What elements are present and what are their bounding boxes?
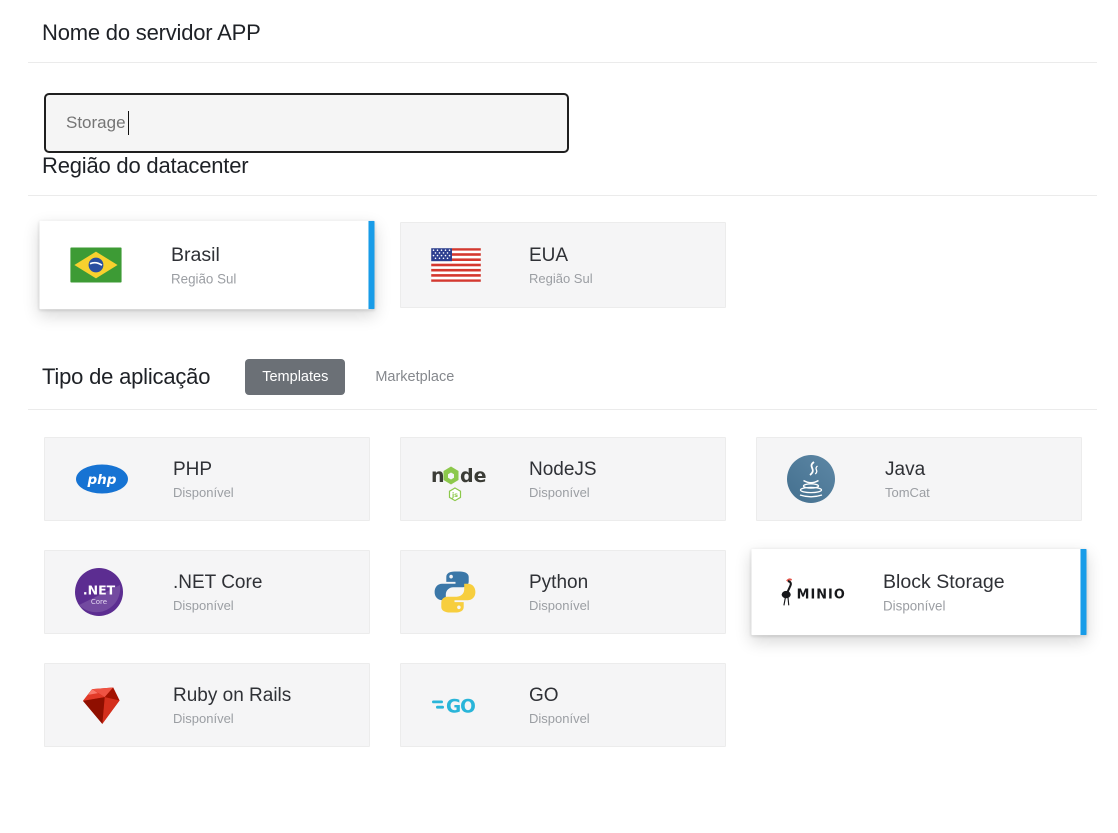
- app-status: Disponível: [173, 597, 234, 613]
- server-name-value: Storage: [66, 113, 126, 132]
- python-icon: [427, 568, 529, 616]
- server-name-input[interactable]: Storage: [44, 93, 569, 153]
- divider: [28, 62, 1097, 63]
- region-card-brasil[interactable]: Brasil Região Sul: [39, 220, 375, 310]
- ruby-icon: [71, 681, 173, 729]
- text-cursor: [127, 111, 130, 135]
- app-card-java[interactable]: Java TomCat: [756, 437, 1082, 521]
- app-name: Python: [529, 571, 589, 593]
- app-type-title: Tipo de aplicação: [42, 364, 211, 389]
- region-name: Brasil: [171, 243, 220, 266]
- nodejs-icon: n de js: [427, 456, 529, 502]
- app-card-php[interactable]: php PHP Disponível: [44, 437, 370, 521]
- app-status: Disponível: [529, 710, 590, 726]
- region-sub: Região Sul: [529, 270, 593, 286]
- app-name: Block Storage: [883, 570, 1005, 593]
- app-name: NodeJS: [529, 458, 597, 480]
- svg-text:.NET: .NET: [83, 583, 116, 598]
- app-card-block-storage[interactable]: MINIO Block Storage Disponível: [751, 548, 1087, 636]
- svg-text:n: n: [431, 465, 445, 487]
- app-name: Java: [885, 458, 926, 480]
- app-name: Ruby on Rails: [173, 684, 292, 706]
- svg-text:GO: GO: [446, 697, 475, 718]
- app-card-go[interactable]: GO GO Disponível: [400, 663, 726, 747]
- divider: [28, 409, 1097, 410]
- php-icon: php: [71, 463, 173, 495]
- app-card-python[interactable]: Python Disponível: [400, 550, 726, 634]
- app-status: Disponível: [173, 710, 234, 726]
- brazil-flag-icon: [66, 247, 171, 283]
- app-status: Disponível: [529, 484, 590, 500]
- java-icon: [783, 455, 885, 503]
- tab-templates[interactable]: Templates: [245, 359, 346, 395]
- app-status: Disponível: [529, 597, 590, 613]
- app-name: .NET Core: [173, 571, 263, 593]
- region-card-eua[interactable]: EUA Região Sul: [400, 222, 726, 308]
- minio-icon: MINIO: [778, 576, 883, 609]
- region-name: EUA: [529, 244, 569, 266]
- svg-text:js: js: [451, 491, 458, 499]
- server-name-title: Nome do servidor APP: [42, 20, 261, 45]
- dotnet-core-icon: .NET Core: [71, 568, 173, 616]
- app-card-ruby-on-rails[interactable]: Ruby on Rails Disponível: [44, 663, 370, 747]
- app-status: TomCat: [885, 484, 930, 500]
- svg-text:de: de: [460, 465, 487, 487]
- usa-flag-icon: [427, 248, 529, 282]
- app-name: PHP: [173, 458, 213, 480]
- app-card-dotnet-core[interactable]: .NET Core .NET Core Disponível: [44, 550, 370, 634]
- app-grid: php PHP Disponível n de js N: [44, 437, 1097, 747]
- go-icon: GO: [427, 687, 529, 723]
- datacenter-title: Região do datacenter: [42, 153, 249, 178]
- region-grid: Brasil Região Sul: [39, 220, 1097, 310]
- app-name: GO: [529, 684, 559, 706]
- svg-text:MINIO: MINIO: [797, 588, 846, 603]
- tab-marketplace[interactable]: Marketplace: [375, 369, 455, 385]
- divider: [28, 195, 1097, 196]
- svg-text:php: php: [87, 472, 117, 488]
- app-card-nodejs[interactable]: n de js NodeJS Disponível: [400, 437, 726, 521]
- app-status: Disponível: [173, 484, 234, 500]
- app-status: Disponível: [883, 597, 946, 614]
- svg-text:Core: Core: [91, 598, 107, 606]
- app-type-row: Tipo de aplicação Templates Marketplace: [42, 358, 1097, 396]
- region-sub: Região Sul: [171, 270, 237, 287]
